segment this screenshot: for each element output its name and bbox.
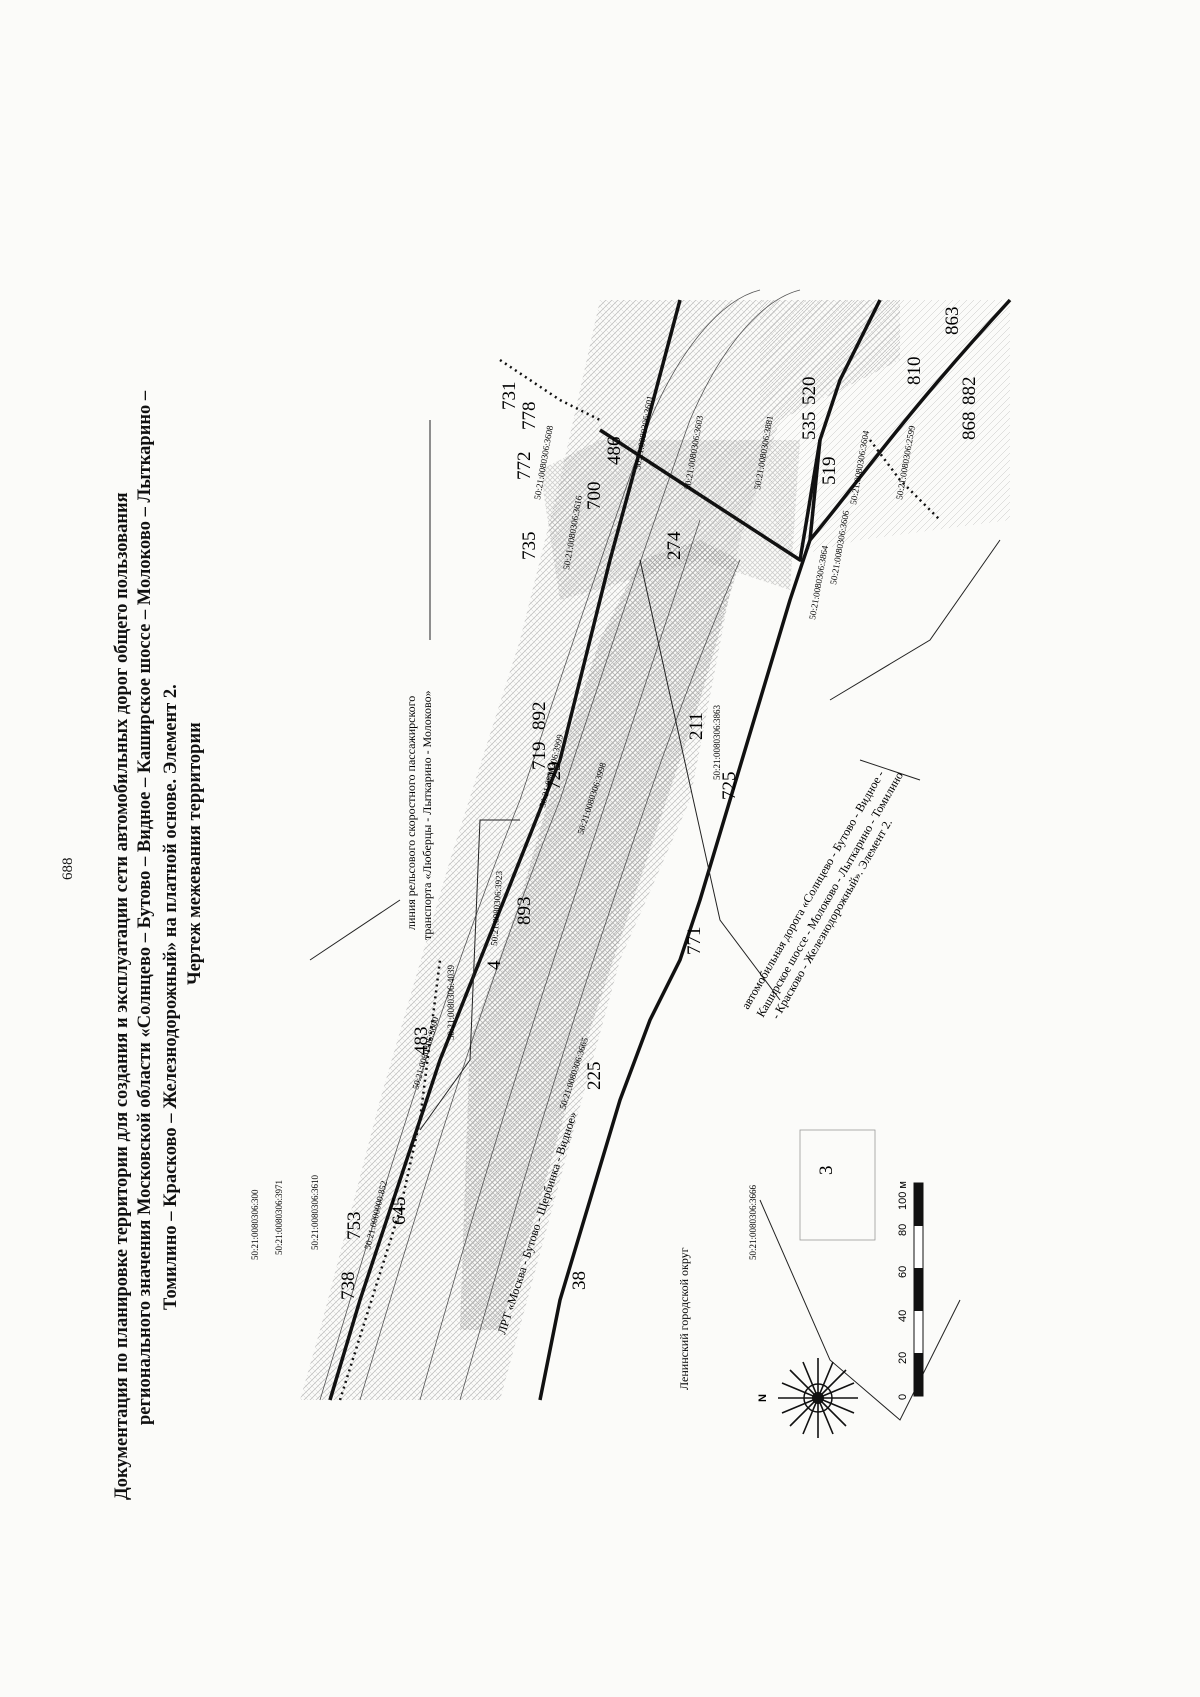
scale-bar-seg-2	[914, 1268, 923, 1311]
scale-tick-0: 0	[897, 1394, 909, 1400]
parcel-731: 731	[499, 382, 520, 411]
road-label-line-1: автомобильная дорога «Солнцево - Бутово …	[738, 768, 887, 1011]
parcel-863: 863	[942, 307, 963, 336]
scale-tick-40: 40	[897, 1310, 909, 1322]
parcel-3: 3	[816, 1166, 837, 1176]
parcel-483: 483	[411, 1027, 432, 1056]
parcel-892: 892	[529, 702, 550, 731]
parcel-274: 274	[664, 531, 685, 560]
parcel-771: 771	[684, 927, 705, 956]
contour-lines	[319, 289, 801, 1401]
parcel-645: 645	[389, 1197, 410, 1226]
cadastral-4039: 50:21:0080306:4039	[446, 964, 456, 1040]
cadastral-300: 50:21:0080306:300	[250, 1189, 260, 1260]
parcel-729: 729	[544, 762, 565, 791]
district-label: Ленинский городской округ	[677, 1247, 691, 1390]
north-label: N	[757, 1394, 769, 1402]
scale-tick-20: 20	[897, 1352, 909, 1364]
parcel-535: 535	[799, 412, 820, 441]
rail-label-line-1: линия рельсового скоростного пассажирско…	[404, 696, 418, 930]
parcel-778: 778	[519, 402, 540, 431]
parcel-700: 700	[584, 482, 605, 511]
hatched-zones	[300, 300, 1010, 1400]
parcel-738: 738	[338, 1272, 359, 1301]
parcel-3-box	[799, 1129, 876, 1241]
zone-light-right	[760, 300, 1010, 560]
rail-label-line-2: транспорта «Люберцы - Лыткарино - Молоко…	[420, 690, 434, 940]
scale-tick-100: 100 м	[897, 1181, 909, 1210]
parcel-486: 486	[604, 437, 625, 466]
thin-lines	[309, 420, 1001, 1421]
parcel-719: 719	[529, 742, 550, 771]
compass-rose: N	[757, 1358, 858, 1438]
parcel-numbers: 738 753 645 483 38 225 3 4 893 719 892 7…	[338, 307, 980, 1301]
cadastral-3666: 50:21:0080306:3666	[748, 1184, 758, 1260]
dotted-lines	[338, 358, 941, 1401]
parcel-38: 38	[569, 1271, 590, 1290]
parcel-225: 225	[584, 1062, 605, 1091]
cadastral-3971: 50:21:0080306:3971	[274, 1180, 284, 1255]
cadastral-3864: 50:21:0080306:3864	[807, 544, 830, 620]
parcel-211: 211	[686, 712, 707, 740]
scale-bar-seg-3	[914, 1183, 923, 1226]
cadastral-3863: 50:21:0080306:3863	[712, 704, 722, 780]
cadastral-3610: 50:21:0080306:3610	[310, 1174, 320, 1250]
road-label-line-2: Каширское шоссе - Молоково - Лыткарино -…	[753, 769, 906, 1019]
parcel-882: 882	[959, 377, 980, 406]
parcel-725: 725	[719, 772, 740, 801]
scale-bar-seg-1	[914, 1353, 923, 1396]
parcel-893: 893	[514, 897, 535, 926]
parcel-735: 735	[519, 532, 540, 561]
parcel-520: 520	[799, 377, 820, 406]
scale-tick-60: 60	[897, 1266, 909, 1278]
parcel-4: 4	[484, 960, 505, 970]
compass-center	[812, 1392, 824, 1404]
zone-dense-mid	[540, 440, 800, 600]
parcel-753: 753	[344, 1212, 365, 1241]
parcel-868: 868	[959, 412, 980, 441]
parcel-519: 519	[819, 457, 840, 486]
boundary-lines	[328, 298, 1012, 1401]
parcel-772: 772	[514, 452, 535, 481]
scale-bar: 0 20 40 60 80 100 м	[897, 1181, 924, 1400]
scale-tick-80: 80	[897, 1224, 909, 1236]
parcel-810: 810	[904, 357, 925, 386]
